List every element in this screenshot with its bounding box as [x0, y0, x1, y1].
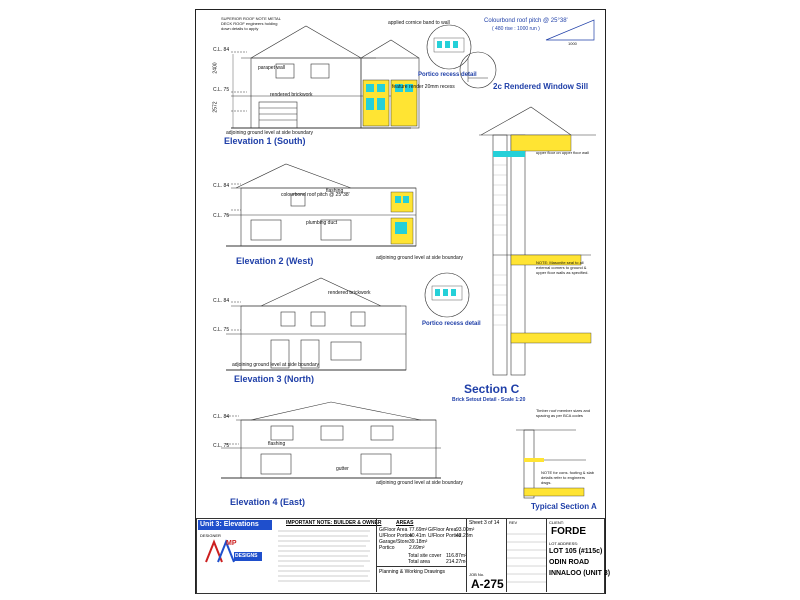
area-label: Portico: [379, 545, 395, 551]
elevation-2-title: Elevation 2 (West): [236, 256, 314, 266]
level-cl75-3: C.L. 75: [213, 327, 230, 333]
sheet-label: Sheet:: [469, 520, 484, 526]
sheet-value: 3 of 14: [484, 520, 500, 526]
callout-adjoining-4: adjoining ground level at side boundary: [376, 480, 464, 486]
total-label: Total area: [408, 559, 430, 565]
road-name: ODIN ROAD: [549, 559, 590, 566]
important-notes-lines: [278, 530, 370, 582]
logo-word: DESIGNS: [235, 553, 258, 559]
callout-flashing-2: flashing: [326, 188, 344, 194]
section-a-title: Typical Section A: [531, 502, 597, 511]
window-sill-title: 2c Rendered Window Sill: [493, 82, 589, 91]
lot-number: LOT 105 (#115c): [549, 548, 603, 555]
section-c-drawing: [479, 106, 596, 376]
roof-pitch-rise: ( 480 rise : 1000 run ): [492, 26, 540, 32]
elevation-1-title: Elevation 1 (South): [224, 136, 306, 146]
client-label: CLIENT:: [549, 520, 564, 525]
callout-adjoining-3: adjoining ground level at side boundary: [232, 362, 320, 368]
callout-upper-floor: upper floor on upper floor wall: [536, 150, 589, 155]
elevation-1-drawing: [231, 25, 420, 129]
section-c-title: Section C: [464, 382, 520, 396]
portico-detail-1: [426, 24, 472, 70]
area-value: 39.18m²: [409, 539, 428, 545]
level-2400-1: 2400: [212, 62, 219, 74]
areas-divider: [376, 518, 377, 592]
sheet-divider: [466, 518, 467, 592]
area-value: 77.69m²: [409, 527, 428, 533]
callout-feature-1: feature render 20mm recess: [392, 84, 455, 90]
roof-pitch-triangle: [545, 19, 595, 41]
note-cons: NOTE for cons. footing & slab details re…: [541, 470, 594, 485]
area-label: U/Floor Portico: [428, 533, 462, 539]
area-value: 40.41m: [409, 533, 426, 539]
suburb-name: INNALOO (UNIT 3): [549, 570, 611, 577]
total-label: Total site cover: [408, 553, 442, 559]
roof-note: SUPERIOR ROOF NOTE METAL DECK ROOF engin…: [221, 16, 281, 31]
portico-detail-2: [424, 272, 470, 318]
callout-parapet-1: parapet wall: [258, 65, 285, 71]
revision-divider: [506, 518, 507, 592]
callout-timber-roof: Timber roof member sizes and spacing as …: [536, 408, 591, 418]
elevation-3-title: Elevation 3 (North): [234, 374, 315, 384]
callout-gutter-4: gutter: [336, 466, 349, 472]
level-cl75-1: C.L. 75: [213, 87, 230, 93]
designer-label: DESIGNER: [200, 533, 221, 538]
roof-pitch-run: 1000: [568, 41, 577, 46]
unit-title: Unit 3: Elevations: [198, 520, 272, 530]
area-label: G/Floor Area: [379, 527, 408, 533]
level-cl75-2: C.L. 75: [213, 213, 230, 219]
level-cl84-4: C.L. 84: [213, 414, 230, 420]
area-value: 2.69m²: [409, 545, 425, 551]
portico-detail-1-title: Portico recess detail: [418, 72, 477, 78]
elevation-2-drawing: [226, 163, 417, 247]
portico-detail-2-title: Portico recess detail: [422, 321, 481, 327]
callout-adjoining-1: adjoining ground level at side boundary: [226, 130, 314, 136]
area-label: U/Floor Portico: [379, 533, 413, 539]
section-a-drawing: [516, 429, 586, 499]
callout-rendered-3: rendered brickwork: [328, 290, 371, 296]
section-c-subtitle: Brick Setout Detail - Scale 1:20: [452, 397, 526, 403]
note-masonite: NOTE: Masonite seal to all external corn…: [536, 260, 589, 275]
roof-pitch-label: Colourbond roof pitch @ 25°38': [484, 18, 568, 24]
drawing-note-divider: [376, 566, 466, 567]
window-sill-detail: [459, 51, 497, 89]
total-value: 214.27m²: [446, 559, 468, 565]
lot-address-label: LOT ADDRESS:: [549, 541, 579, 546]
client-name: FORDE: [551, 526, 586, 537]
level-2572-1: 2572: [212, 101, 219, 113]
client-divider: [546, 518, 547, 592]
callout-plumbing-2: plumbing duct: [306, 220, 338, 226]
revision-table-lines: [507, 533, 547, 583]
callout-flashing-4: flashing: [268, 441, 286, 447]
job-no-label: JOB No.: [469, 572, 485, 577]
logo-letters: MP: [226, 540, 237, 547]
callout-roof-2: colourbond roof pitch @ 25°38': [281, 192, 350, 198]
level-cl84-2: C.L. 84: [213, 183, 230, 189]
revision-header: REV: [509, 520, 518, 525]
callout-rendered-1: rendered brickwork: [270, 92, 313, 98]
elevation-3-drawing: [226, 277, 407, 371]
drawing-sheet: SUPERIOR ROOF NOTE METAL DECK ROOF engin…: [195, 9, 610, 594]
level-cl84-1: C.L. 84: [213, 47, 230, 53]
area-label: G/Floor Area: [428, 527, 457, 533]
callout-cornice-1: applied cornice band to wall: [388, 20, 450, 26]
level-cl84-3: C.L. 84: [213, 298, 230, 304]
area-label: Garage/Store: [379, 539, 410, 545]
mp-designs-logo: [205, 539, 262, 563]
title-block: [196, 518, 605, 594]
elevation-4-title: Elevation 4 (East): [230, 497, 306, 507]
areas-heading: AREAS: [396, 520, 414, 526]
callout-adjoining-2: adjoining ground level at side boundary: [376, 255, 464, 261]
level-cl75-4: C.L. 75: [213, 443, 230, 449]
area-value: 93.00m²: [456, 527, 474, 533]
elevation-4-drawing: [221, 401, 441, 479]
drawing-note: Planning & Working Drawings: [379, 569, 446, 575]
important-heading: IMPORTANT NOTE: BUILDER & OWNER: [286, 520, 382, 526]
total-value: 116.87m²: [446, 553, 467, 559]
job-number: A-275: [471, 577, 504, 591]
area-value: 42.28m: [456, 533, 473, 539]
